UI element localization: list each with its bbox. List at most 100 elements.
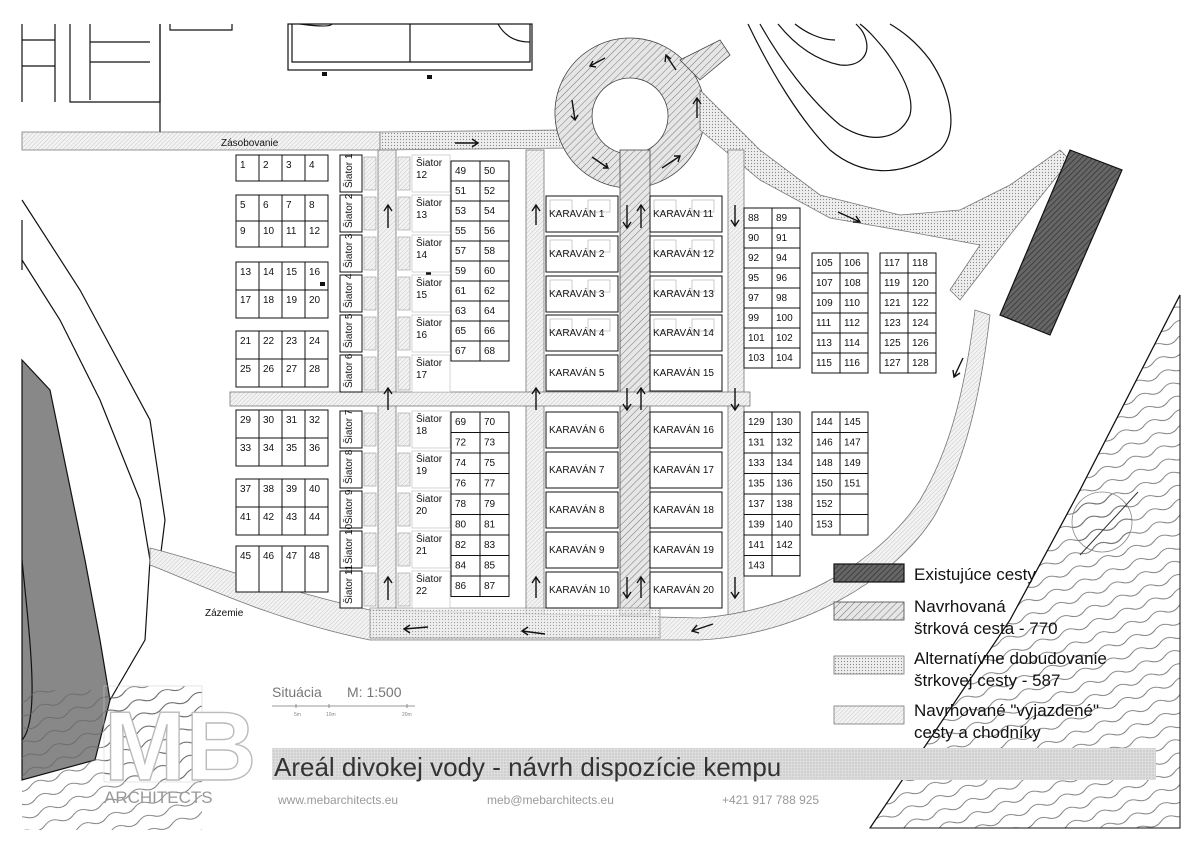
plot-number: 41: [240, 512, 252, 523]
tent-pad: [363, 196, 377, 231]
tent-slot: [339, 314, 363, 353]
tent-number: 14: [416, 250, 428, 261]
plot-number: 130: [776, 417, 793, 428]
tent-slot: [411, 490, 451, 529]
tent-label: Šiator 1: [342, 153, 355, 188]
plot-number: 5: [240, 200, 246, 211]
plot-number: 135: [748, 479, 765, 490]
tent-slot: [339, 354, 363, 393]
tent-pad: [363, 356, 377, 391]
plot-number: 14: [263, 267, 275, 278]
plot-number: 50: [484, 166, 496, 177]
plot-number: 112: [844, 318, 860, 329]
plot-number: 151: [844, 479, 861, 490]
scale-block: Situácia M: 1:500 5m 10m 20m: [272, 684, 415, 718]
car-outline: [653, 279, 677, 293]
plot-number: 114: [844, 338, 860, 349]
plot-number: 144: [816, 417, 833, 428]
arrow-left-icon: [588, 57, 606, 68]
car-outline: [653, 199, 677, 213]
arrow-up-icon: [383, 386, 393, 410]
plot-number: 55: [455, 226, 467, 237]
tent-slot: [339, 570, 363, 609]
tent-slot: [411, 530, 451, 569]
plot-number: 34: [263, 443, 275, 454]
plot-number: 18: [263, 295, 275, 306]
plot-cell: [304, 506, 329, 536]
legend-alternativne-2: štrkovej cesty - 587: [914, 671, 1060, 690]
plot-cell: [304, 545, 329, 593]
plot-number: 139: [748, 520, 765, 531]
caravan-slot: [545, 195, 619, 233]
caravan-label: KARAVÁN 19: [653, 543, 714, 556]
legend: Existujúce cesty Navrhovaná štrková cest…: [833, 563, 1107, 742]
tent-pad: [397, 316, 411, 351]
plot-number: 72: [455, 438, 467, 449]
plot-cell: [304, 437, 329, 467]
arrow-down-icon: [622, 205, 632, 230]
plot-number: 7: [286, 200, 292, 211]
caravan-slot: [649, 491, 723, 529]
plot-number: 150: [816, 479, 833, 490]
plot-number: 73: [484, 438, 496, 449]
legend-navrhovana-2: štrková cesta - 770: [914, 619, 1058, 638]
plot-number: 107: [816, 278, 833, 289]
tent-number: 13: [416, 210, 428, 221]
tent-label: Šiator 11: [342, 564, 355, 604]
plot-cell: [907, 352, 937, 374]
caravan-label: KARAVÁN 2: [549, 247, 605, 260]
plot-number: 31: [286, 415, 298, 426]
caravan-label: KARAVÁN 11: [653, 207, 714, 220]
plot-number: 127: [884, 358, 901, 369]
plot-number: 16: [309, 267, 321, 278]
tent-pad: [397, 236, 411, 271]
legend-existujuce: Existujúce cesty: [914, 565, 1036, 584]
legend-vyjazdene-1: Navrhované "vyjazdené": [914, 701, 1099, 720]
caravan-slot: [545, 451, 619, 489]
plot-number: 15: [286, 267, 298, 278]
tent-label: Šiator 8: [342, 449, 355, 484]
plot-number: 29: [240, 415, 252, 426]
plot-number: 90: [748, 233, 760, 244]
plot-cell: [304, 220, 329, 248]
tent-label: Šiator: [416, 532, 443, 545]
tent-label: Šiator: [416, 316, 443, 329]
plot-number: 68: [484, 346, 496, 357]
plot-number: 142: [776, 540, 793, 551]
plot-number: 132: [776, 438, 793, 449]
arrow-up-icon: [664, 53, 677, 71]
plot-number: 70: [484, 417, 496, 428]
plot-number: 4: [309, 160, 315, 171]
plot-number: 78: [455, 499, 467, 510]
caravan-slot: [649, 314, 723, 352]
plot-number: 103: [748, 353, 765, 364]
plot-number: 32: [309, 415, 321, 426]
plot-number: 83: [484, 540, 496, 551]
terrain-contours: [747, 23, 952, 172]
tent-number: 21: [416, 546, 428, 557]
tent-slot: [339, 274, 363, 313]
arrow-down-icon: [730, 388, 740, 412]
plot-number: 128: [912, 358, 929, 369]
plot-number: 101: [748, 333, 765, 344]
arrow-left-icon: [690, 623, 714, 634]
plot-number: 104: [776, 353, 793, 364]
plot-number: 94: [776, 253, 788, 264]
tent-slot: [411, 234, 451, 273]
caravan-label: KARAVÁN 9: [549, 543, 605, 556]
plot-number: 23: [286, 336, 298, 347]
mb-architects-logo: MB ARCHITECTS: [103, 685, 257, 807]
plot-number: 99: [748, 313, 760, 324]
arrow-up-icon: [531, 203, 541, 225]
plot-number: 21: [240, 336, 252, 347]
plot-number: 38: [263, 484, 275, 495]
tent-slot: [411, 354, 451, 393]
caravan-label: KARAVÁN 14: [653, 326, 714, 339]
car-outline: [653, 239, 677, 253]
tent-pad: [363, 316, 377, 351]
plot-number: 82: [455, 540, 467, 551]
plot-number: 62: [484, 286, 496, 297]
plot-number: 6: [263, 200, 269, 211]
plot-number: 138: [776, 499, 793, 510]
